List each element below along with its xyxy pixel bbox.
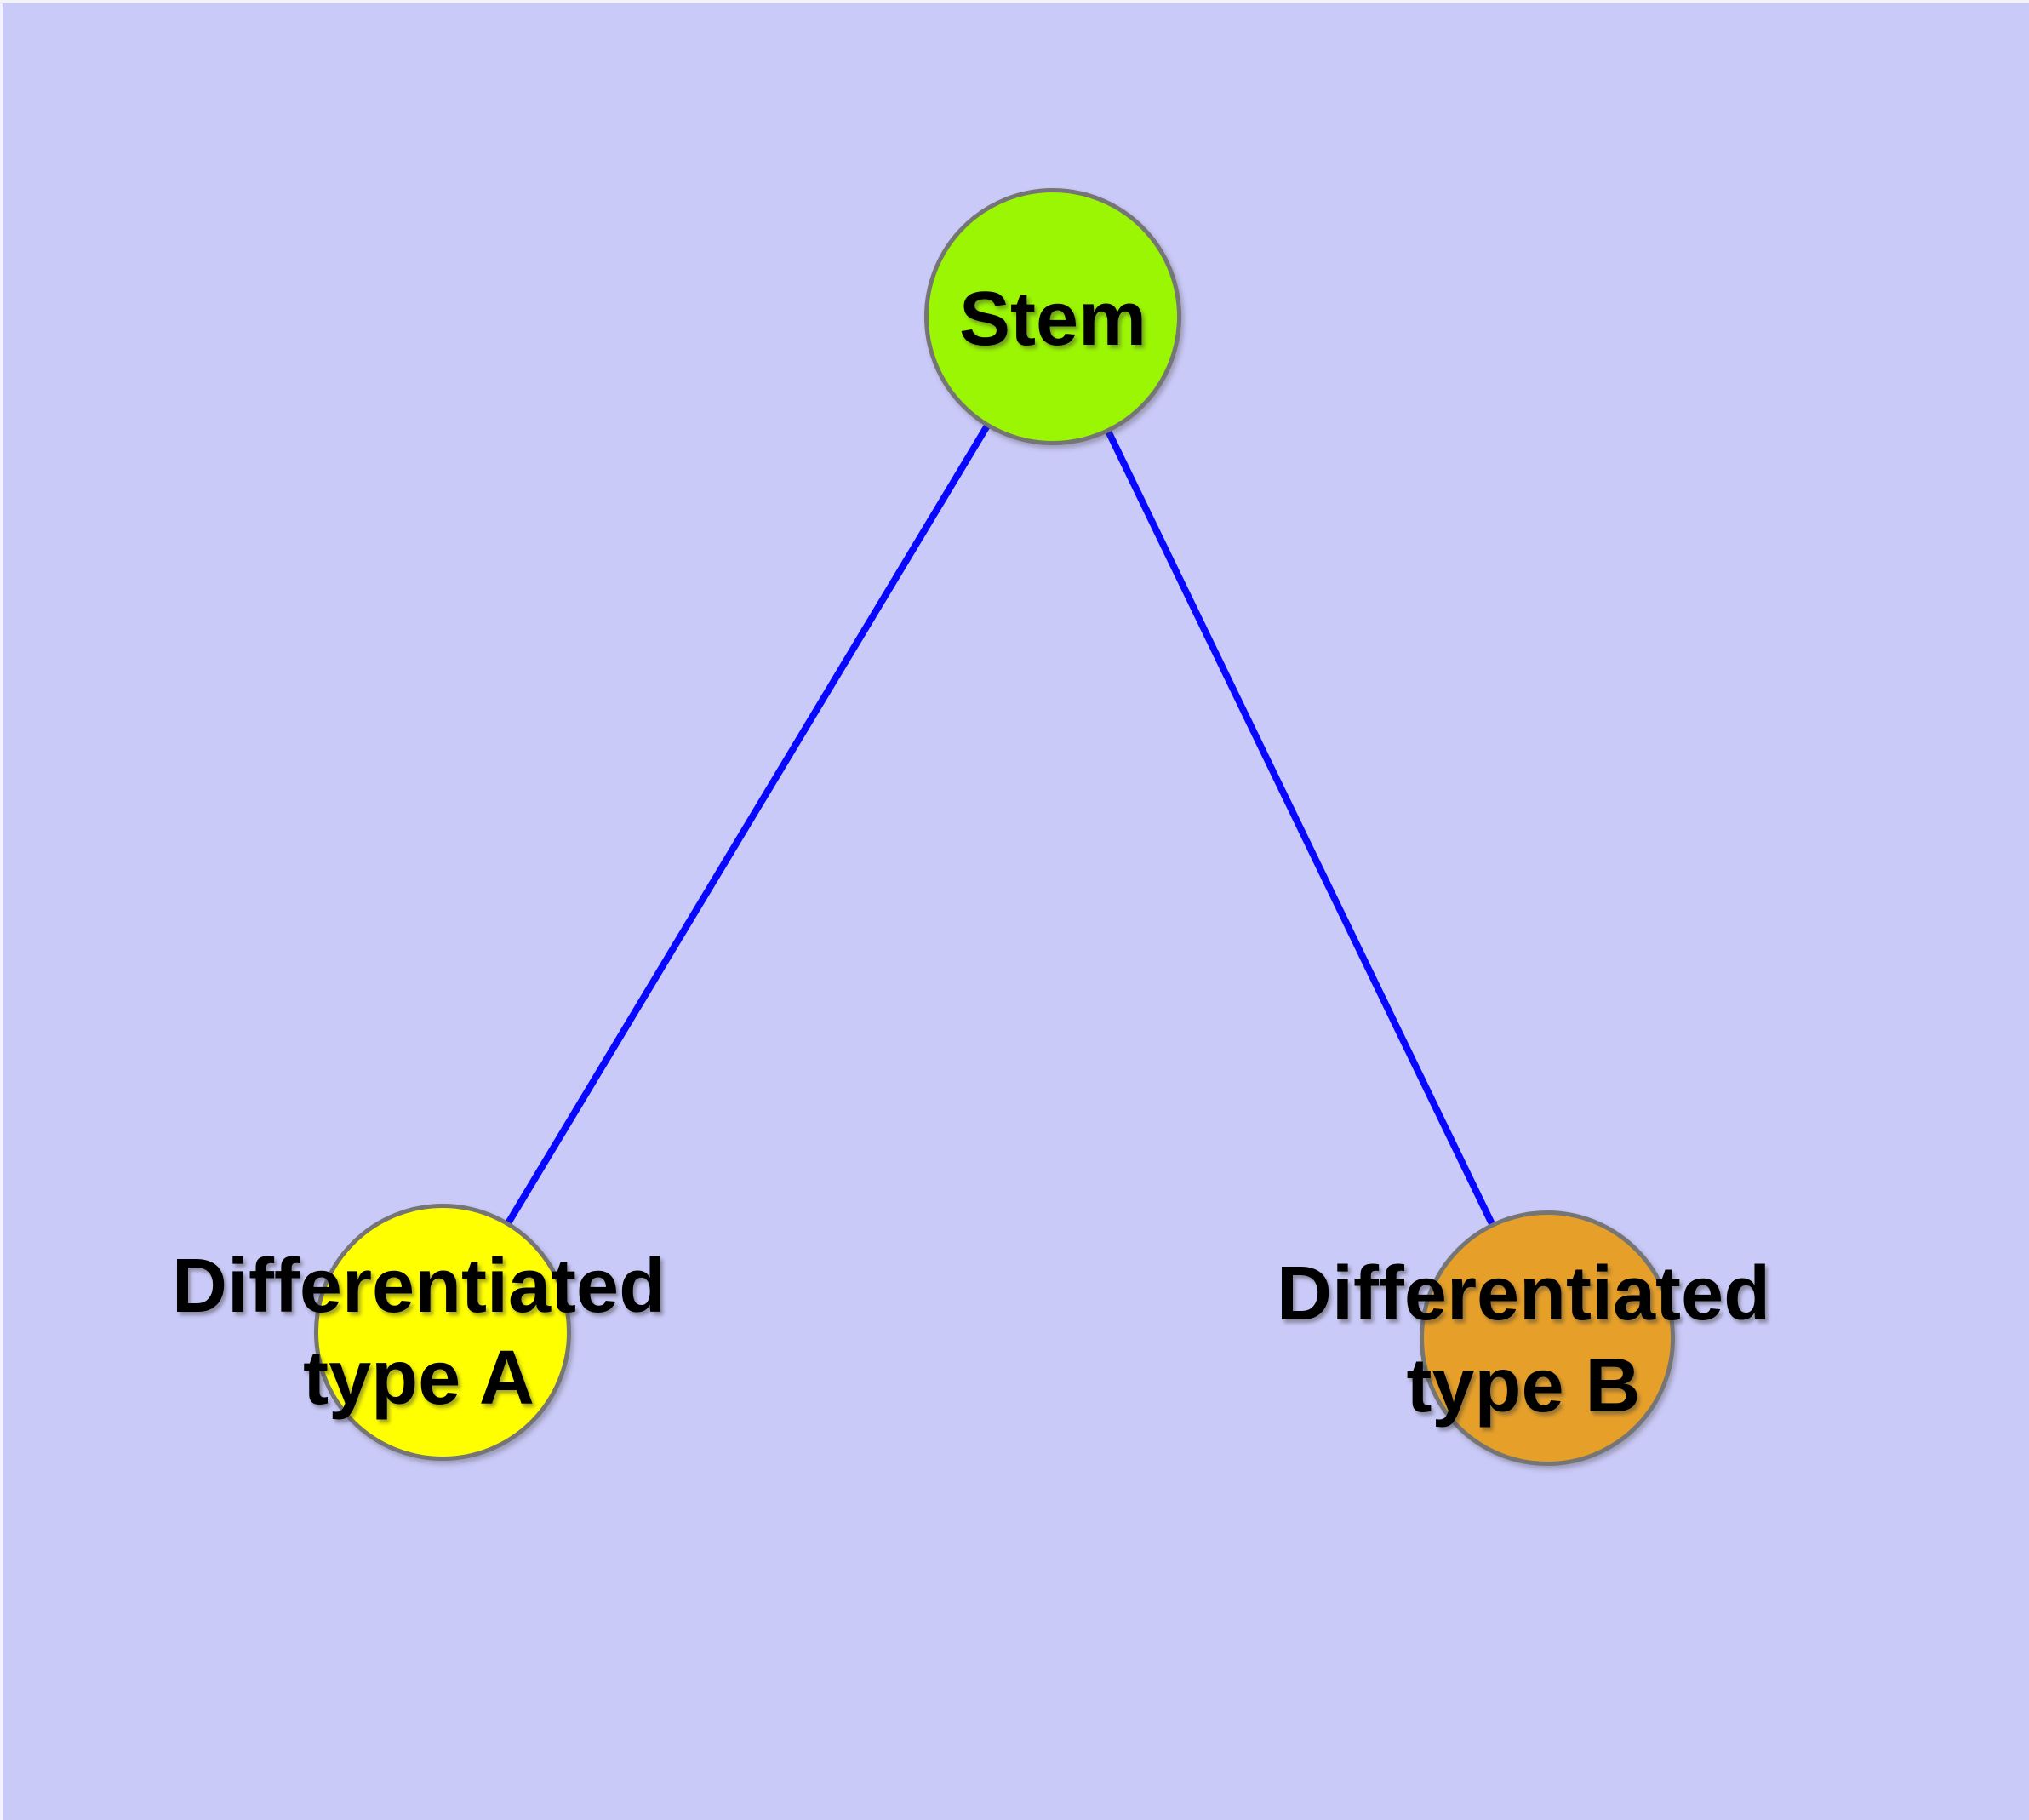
canvas-left-edge-strip xyxy=(0,0,3,1820)
node-type-b-label: Differentiated type B xyxy=(1277,1248,1770,1432)
node-type-a-label-line1: Differentiated xyxy=(171,1244,666,1329)
canvas-top-edge-strip xyxy=(0,0,2029,3)
node-type-b-label-line1: Differentiated xyxy=(1276,1251,1771,1336)
node-type-b-label-line2: type B xyxy=(1406,1343,1641,1428)
edge-stem-to-type-b xyxy=(1049,315,1551,1340)
node-type-a-label: Differentiated type A xyxy=(172,1240,666,1424)
node-type-a-label-line2: type A xyxy=(303,1336,534,1421)
node-stem xyxy=(924,188,1181,445)
edge-stem-to-type-a xyxy=(439,314,1056,1335)
node-differentiated-type-a xyxy=(314,1204,571,1461)
node-stem-label: Stem xyxy=(958,277,1147,362)
node-differentiated-type-b xyxy=(1420,1210,1675,1466)
